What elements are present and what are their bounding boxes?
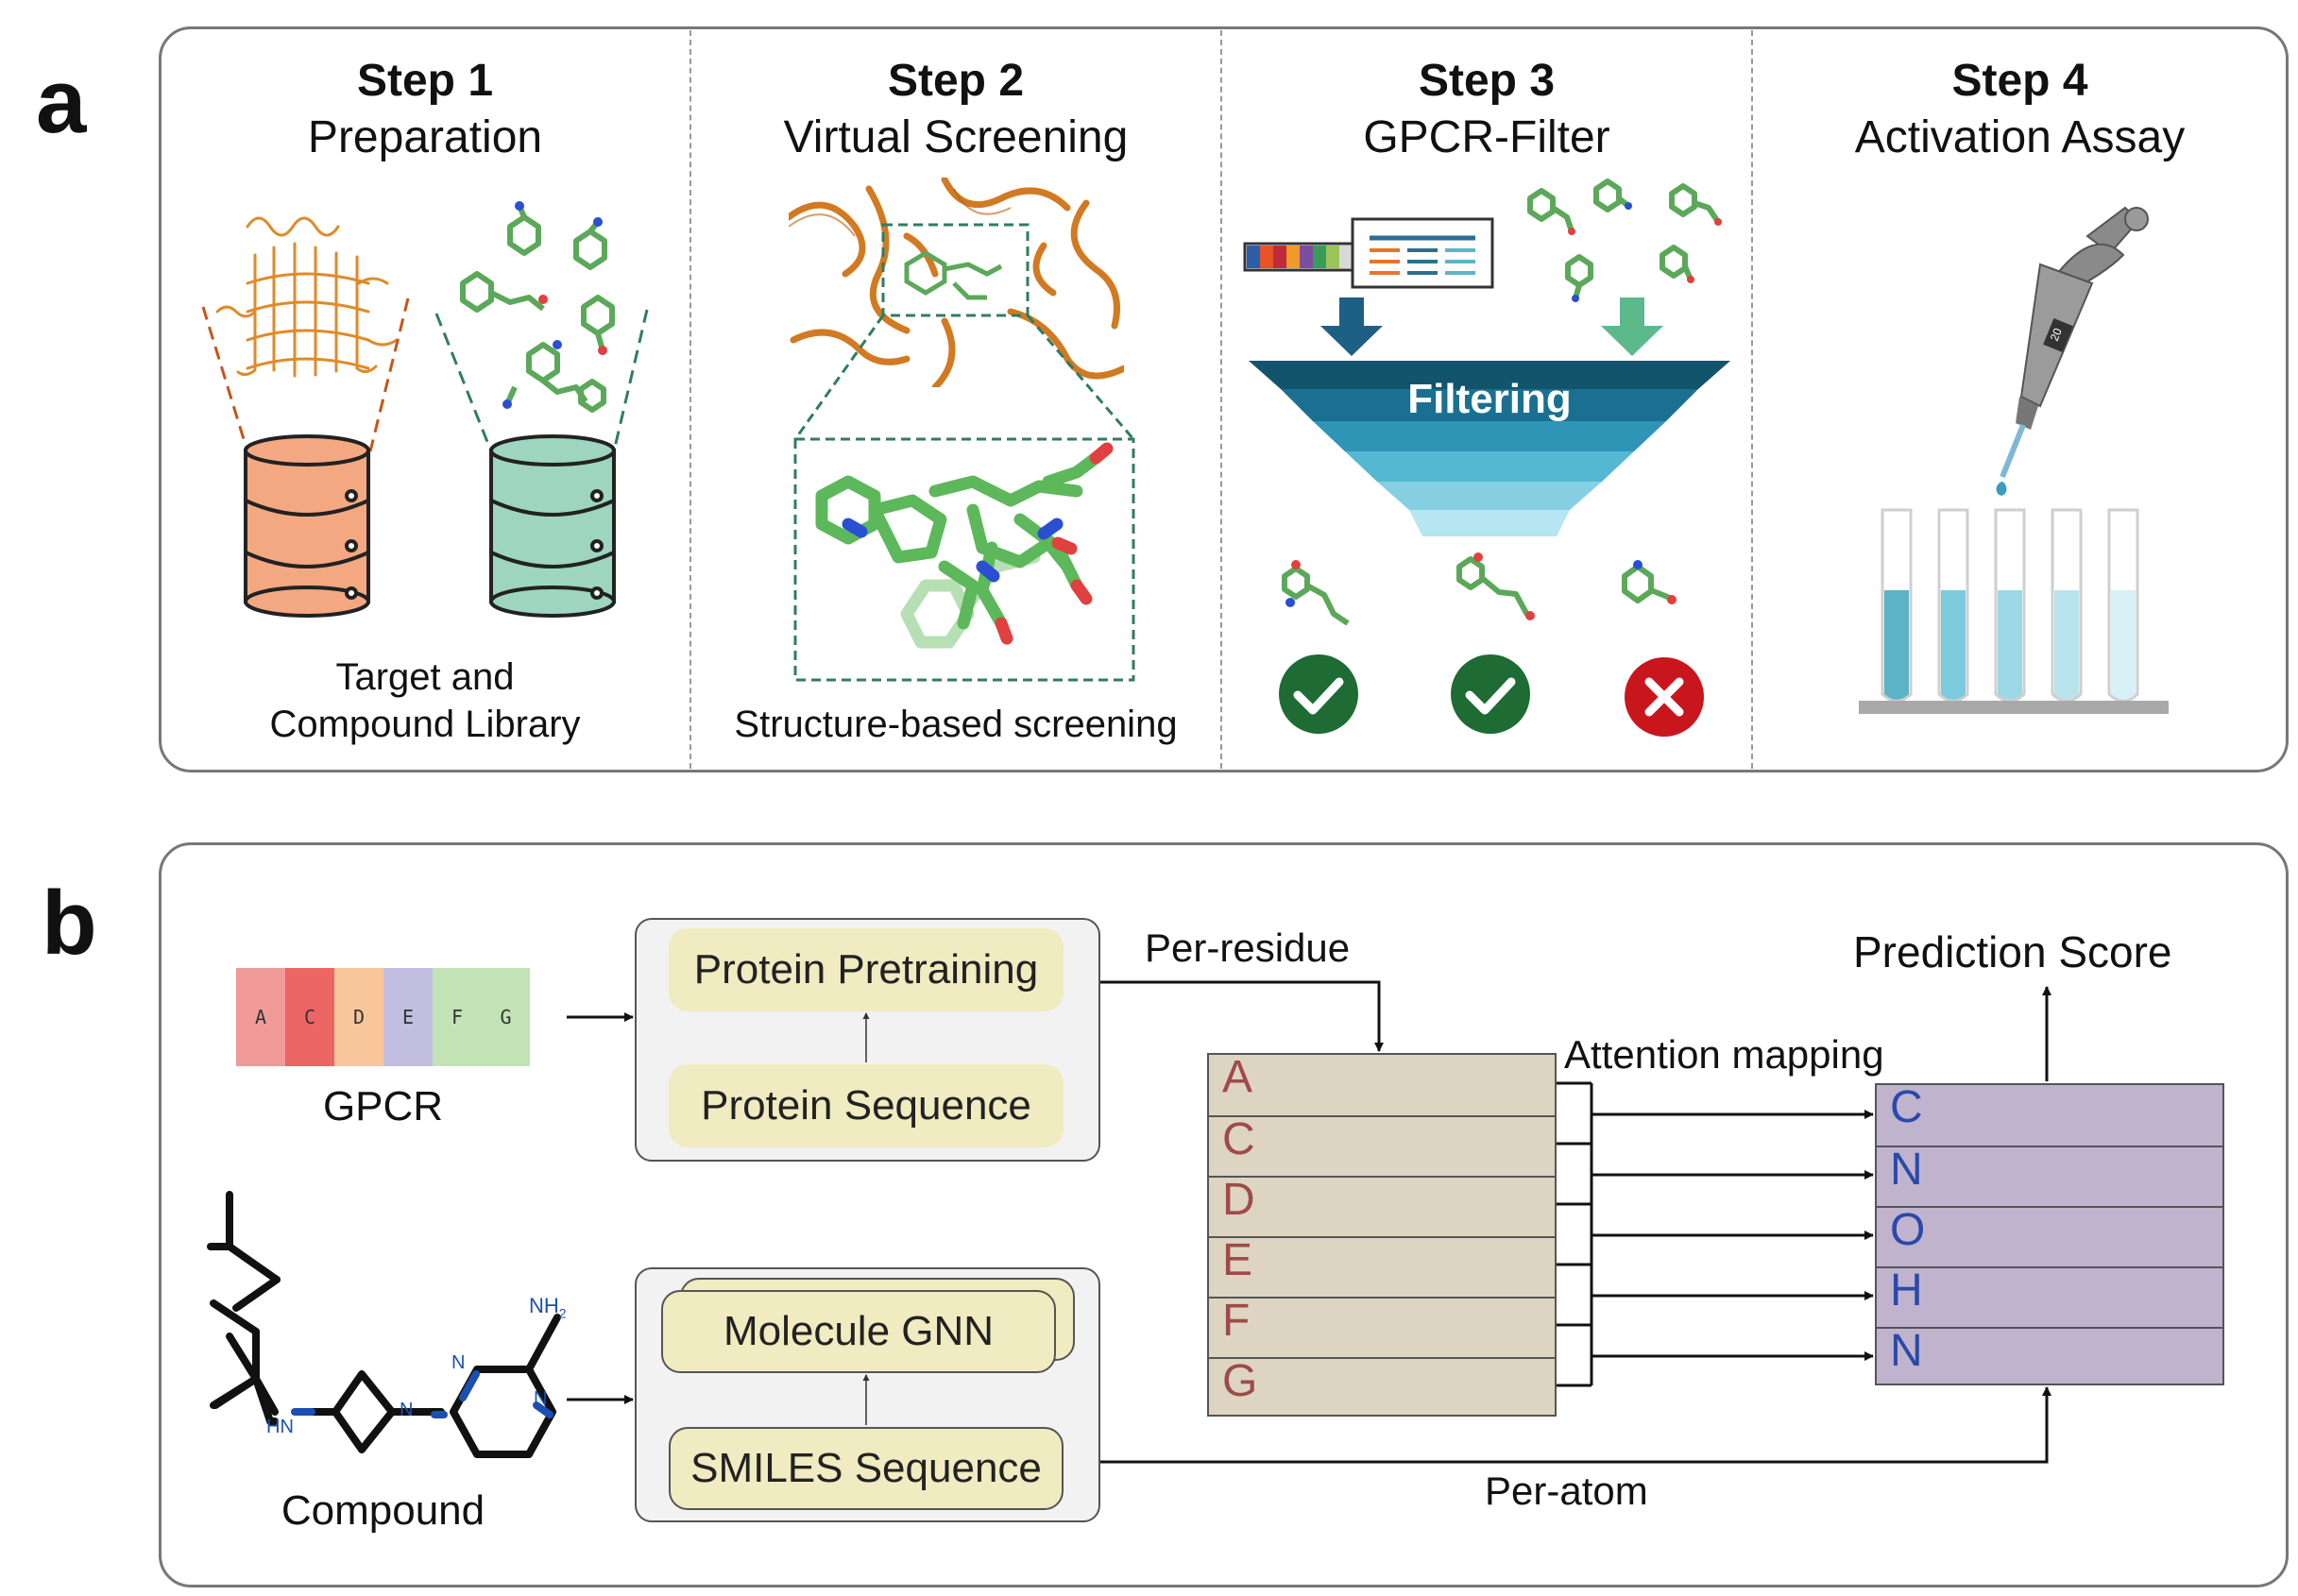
gpcr-sequence-bar: A C D E F G [236,968,530,1066]
panel-b-letter: b [42,873,97,974]
candidate-ligands-icon [1527,178,1721,299]
attention-mapping-label: Attention mapping [1564,1032,1884,1077]
funnel-label: Filtering [1407,376,1572,422]
docking-zoom-box [881,223,1030,317]
molecule-n-ring: N [400,1400,414,1420]
target-cone-left [201,306,249,452]
pipette-display: 20 [2048,326,2065,343]
target-database-icon [244,434,370,618]
panel-a [159,26,2289,773]
atom-row: H [1877,1266,2222,1327]
compound-database-icon [489,434,616,618]
attention-bracket [1557,1081,1593,1387]
step1-title: Step 1 [356,56,494,106]
seq-cell-f: F [433,968,482,1066]
residue-row: E [1209,1236,1555,1297]
per-residue-arrow [1100,980,1384,1052]
target-protein-icon [215,216,399,378]
panel-a-letter: a [36,51,87,152]
step2-subtitle: Virtual Screening [783,112,1129,162]
seq-cell-a: A [236,968,285,1066]
molecule-n-pyr-2: N [534,1388,548,1409]
atom-row: N [1877,1146,2222,1206]
step4-title: Step 4 [1951,56,2088,106]
step1-caption-line2: Compound Library [269,704,581,745]
seq-cell-c: C [285,968,334,1066]
step4-subtitle: Activation Assay [1854,112,2186,162]
step3-subtitle: GPCR-Filter [1363,112,1610,162]
per-residue-label: Per-residue [1145,925,1351,970]
residue-row: F [1209,1297,1555,1357]
step-divider-3 [1751,30,1753,769]
candidate-ligand-heteroatoms [1568,202,1722,302]
tube-rack-icon [1859,701,2169,714]
seq-cell-g: G [482,968,530,1066]
step1-caption-line1: Target and [335,656,515,698]
seq-cell-e: E [383,968,433,1066]
atom-embedding-matrix: C N O H N [1875,1083,2224,1385]
atom-row: C [1890,1082,1923,1132]
atom-row: N [1877,1327,2222,1384]
arrow-right-icon [1601,297,1663,356]
step-divider-2 [1220,30,1222,769]
residue-row: C [1209,1115,1555,1176]
arrow-left-icon [1320,297,1383,356]
prediction-score-label: Prediction Score [1853,927,2172,976]
compound-cone-left [434,313,493,452]
molecule-hn: HN [266,1417,294,1437]
smiles-sequence-block: SMILES Sequence [669,1427,1064,1510]
pipette-icon [1996,206,2149,496]
residue-row: D [1209,1176,1555,1236]
protein-pretraining-block: Protein Pretraining [669,928,1064,1011]
per-atom-arrow [1100,1386,2051,1464]
table-document-icon [1351,217,1494,289]
compound-ligand-heteroatoms [502,201,607,409]
zoom-line-left [793,314,885,440]
step-divider-1 [689,30,691,769]
compound-label: Compound [281,1487,485,1534]
filtering-funnel-icon [1249,361,1730,536]
step2-title: Step 2 [887,56,1025,106]
docking-overview [789,178,1124,387]
pass-icon-2 [1451,654,1530,734]
gpcr-label: GPCR [322,1083,444,1129]
molecule-gnn-block: Molecule GNN [661,1290,1056,1373]
docked-ligands-icon [815,442,1114,649]
per-atom-label: Per-atom [1485,1469,1648,1513]
target-cone-right [368,297,410,452]
step1-subtitle: Preparation [307,112,543,162]
residue-embedding-matrix: A C D E F G [1207,1053,1557,1417]
fail-icon [1625,657,1704,737]
zoom-line-right [1026,314,1135,440]
test-tubes-icon [1881,508,2139,703]
compound-cone-right [612,309,649,452]
step3-title: Step 3 [1418,56,1556,106]
residue-row: A [1222,1052,1253,1102]
residue-row: G [1209,1357,1555,1415]
molecule-n-pyr-1: N [451,1352,466,1373]
result-ligand-2 [1456,556,1530,617]
step2-caption: Structure-based screening [734,704,1178,745]
protein-sequence-block: Protein Sequence [669,1064,1064,1147]
pass-icon-1 [1279,654,1358,734]
seq-cell-d: D [334,968,383,1066]
molecule-nh2: NH2 [529,1294,567,1321]
atom-row: O [1877,1206,2222,1266]
